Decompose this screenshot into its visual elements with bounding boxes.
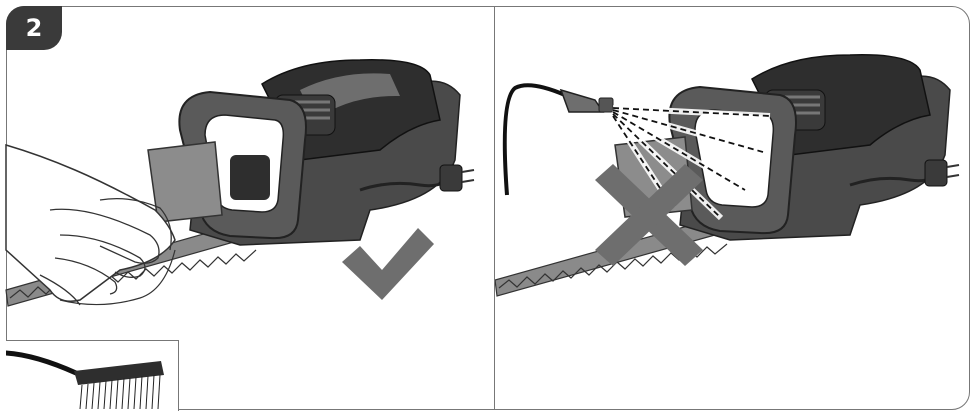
plug-icon	[925, 160, 959, 186]
panel-incorrect-cleaning	[495, 0, 972, 413]
brush-inset	[6, 340, 179, 411]
brush-icon	[6, 341, 178, 411]
spray-nozzle-icon	[561, 90, 613, 112]
hedge-trimmer-spray-illustration	[495, 0, 972, 413]
panel-divider	[494, 6, 495, 410]
water-hose	[505, 85, 565, 195]
hand-guard	[148, 142, 222, 222]
step-number: 2	[26, 14, 43, 42]
step-number-badge: 2	[6, 6, 62, 50]
hand-with-cloth	[6, 145, 175, 305]
plug-icon	[440, 165, 474, 191]
